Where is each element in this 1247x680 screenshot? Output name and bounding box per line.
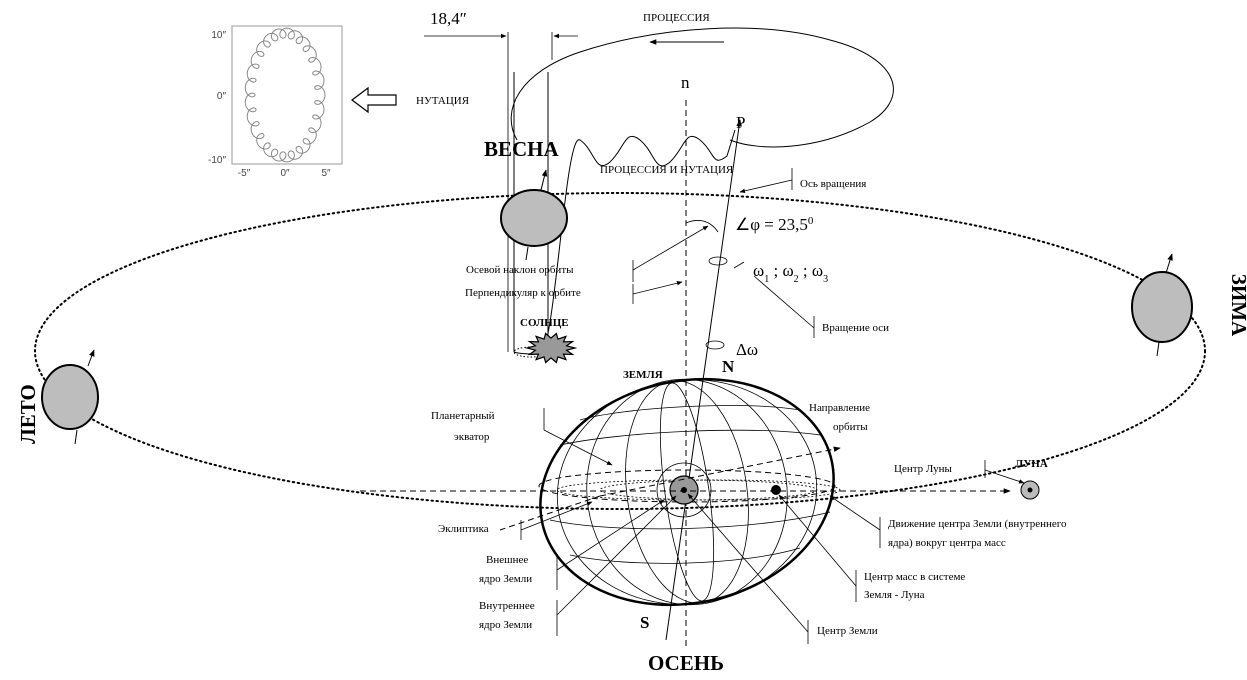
nutation-plot: 10″ 0″ -10″ -5″ 0″ 5″ xyxy=(208,25,343,179)
south-label: S xyxy=(640,613,649,632)
moon-label: ЛУНА xyxy=(1015,458,1048,470)
nutation-x-tick-right: 5″ xyxy=(321,168,331,179)
omega-2: ω xyxy=(782,261,793,280)
orbit-direction-tail xyxy=(499,495,601,531)
omega-1: ω xyxy=(753,261,764,280)
sun-icon xyxy=(524,332,578,364)
axial-tilt-label: Осевой наклон орбиты xyxy=(466,264,574,276)
planet-winter xyxy=(1131,253,1193,357)
rotation-loop-icon xyxy=(708,256,728,266)
nutation-y-tick-top: 10″ xyxy=(211,30,226,41)
hollow-arrow-icon xyxy=(351,86,397,114)
omega-sub-2: 2 xyxy=(794,274,799,285)
inner-core-label-2: ядро Земли xyxy=(479,619,532,631)
orbit-direction-line xyxy=(599,446,841,497)
precession-nutation-label: ПРОЦЕССИЯ И НУТАЦИЯ xyxy=(600,164,734,176)
precession-ellipse xyxy=(510,27,894,148)
nutation-y-tick-mid: 0″ xyxy=(217,91,227,102)
planetary-equator-label-2: экватор xyxy=(454,431,490,443)
rotation-axis-label: Ось вращения xyxy=(800,178,866,190)
ecliptic-label: Эклиптика xyxy=(438,523,489,535)
earth-label: ЗЕМЛЯ xyxy=(623,369,663,381)
nutation-x-tick-left: -5″ xyxy=(238,168,251,179)
season-winter-label: ЗИМА xyxy=(1227,274,1247,337)
orbit-direction-label-2: орбиты xyxy=(833,421,868,433)
omega-sub-1: 1 xyxy=(764,274,769,285)
earth-motion-label-1: Движение центра Земли (внутреннего xyxy=(888,518,1067,530)
tilt-angle-degree: 0 xyxy=(808,215,814,227)
axis-rotation-label: Вращение оси xyxy=(822,322,889,334)
orbit-direction-label-1: Направление xyxy=(809,402,870,414)
earth-center-label: Центр Земли xyxy=(817,625,878,637)
season-autumn-label: ОСЕНЬ xyxy=(648,651,724,675)
nutation-y-tick-bottom: -10″ xyxy=(208,155,226,166)
delta-omega-label: Δω xyxy=(736,340,758,359)
inner-core-label-1: Внутреннее xyxy=(479,600,535,612)
p-label: P xyxy=(736,113,745,132)
barycenter-label-2: Земля - Луна xyxy=(864,589,925,601)
tilt-angle-arc xyxy=(685,220,719,233)
nutation-plot-frame xyxy=(231,25,343,165)
barycenter-label-1: Центр масс в системе xyxy=(864,571,965,583)
planet-summer xyxy=(41,349,99,445)
outer-core-label-1: Внешнее xyxy=(486,554,528,566)
planet-spring xyxy=(500,169,568,261)
omega-3: ω xyxy=(812,261,823,280)
season-summer-label: ЛЕТО xyxy=(16,384,40,444)
nutation-label: НУТАЦИЯ xyxy=(416,95,470,107)
axis-rotation-loop-icon xyxy=(705,340,725,350)
nutation-loop-curve xyxy=(244,27,326,163)
perpendicular-label: Перпендикуляр к орбите xyxy=(465,287,581,299)
planetary-equator-label-1: Планетарный xyxy=(431,410,495,422)
nutation-x-tick-mid: 0″ xyxy=(280,168,290,179)
omega-label: ω1 ; ω2 ; ω3 xyxy=(753,261,828,285)
earth-orbit xyxy=(34,192,1206,510)
outer-core-label-2: ядро Земли xyxy=(479,573,532,585)
north-label: N xyxy=(722,357,735,376)
tilt-angle-value: ∠φ = 23,5 xyxy=(735,215,808,234)
sun-label: СОЛНЦЕ xyxy=(520,317,569,329)
omega-sub-3: 3 xyxy=(823,274,828,285)
season-spring-label: ВЕСНА xyxy=(484,137,560,161)
moon-center-label: Центр Луны xyxy=(894,463,952,475)
earth-motion-label-2: ядра) вокруг центра масс xyxy=(888,537,1006,549)
nutation-amplitude-label: 18,4″ xyxy=(430,9,467,28)
tilt-angle-label: ∠φ = 23,50 xyxy=(735,215,814,234)
precession-label: ПРОЦЕССИЯ xyxy=(643,12,710,24)
earth-globe xyxy=(538,377,841,607)
n-label: n xyxy=(681,73,690,92)
